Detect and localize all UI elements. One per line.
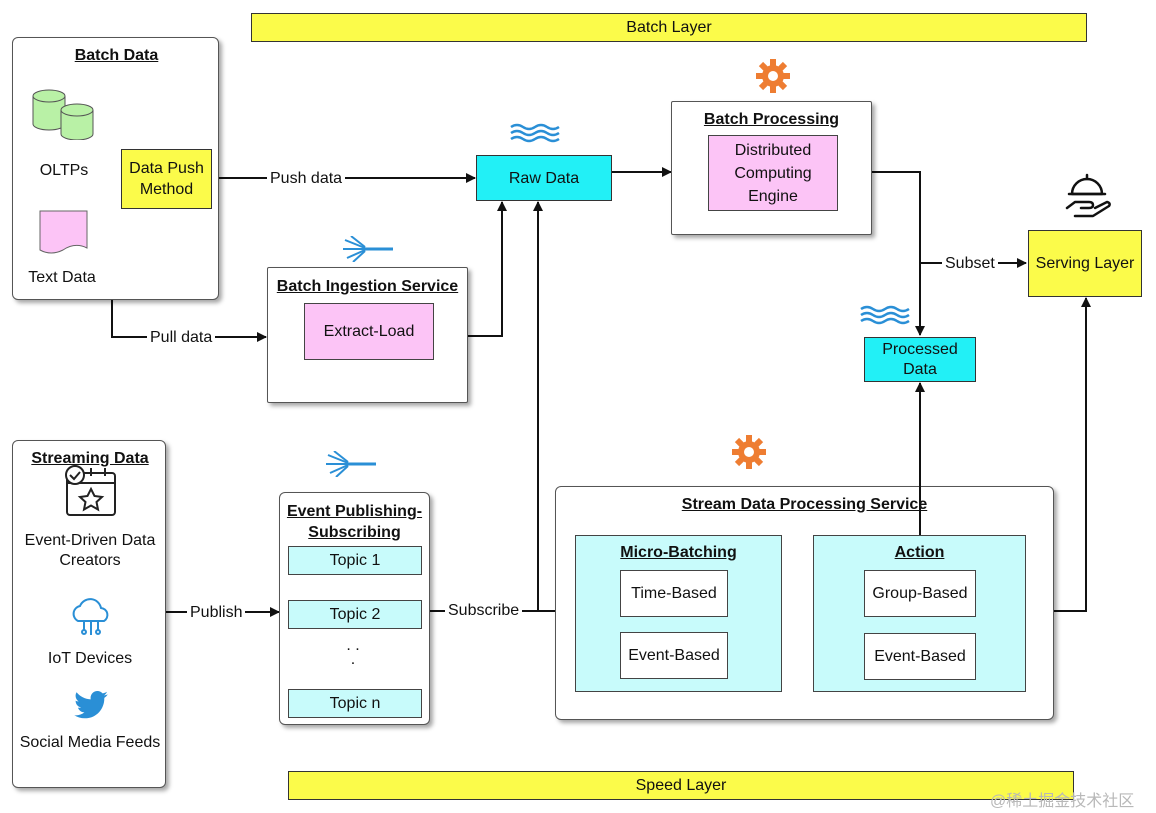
processed-data-label: Processed Data xyxy=(882,340,958,378)
action-title: Action xyxy=(894,544,945,561)
subscribe-label: Subscribe xyxy=(445,601,523,621)
raw-data-label: Raw Data xyxy=(508,169,580,187)
pull-data-label: Pull data xyxy=(147,328,216,348)
event-pubsub-title: Event Publishing-Subscribing xyxy=(286,503,423,541)
extract-load-label: Extract-Load xyxy=(323,323,415,340)
batch-ingestion-title: Batch Ingestion Service xyxy=(276,278,459,295)
batch-processing-card: Batch Processing Distributed Computing E… xyxy=(671,101,872,235)
event-based-label: Event-Based xyxy=(628,647,720,664)
gear-icon xyxy=(732,435,766,469)
topic-label: Topic 1 xyxy=(329,552,381,569)
raw-data-box: Raw Data xyxy=(476,155,612,201)
watermark: @稀土掘金技术社区 xyxy=(990,793,1135,810)
serving-layer-label: Serving Layer xyxy=(1035,255,1135,272)
processed-data-box: Processed Data xyxy=(864,337,976,382)
batch-data-card: Batch Data OLTPs Data Push Method Text D… xyxy=(12,37,219,300)
action-box: Action Group-Based Event-Based xyxy=(813,535,1026,692)
twitter-icon xyxy=(74,691,108,719)
data-push-method-label: Data Push Method xyxy=(129,160,204,198)
group-based-box: Group-Based xyxy=(864,570,976,617)
distributed-engine-box: Distributed Computing Engine xyxy=(708,135,838,211)
group-based-label: Group-Based xyxy=(872,585,968,602)
micro-batching-box: Micro-Batching Time-Based Event-Based xyxy=(575,535,782,692)
speed-layer-bar: Speed Layer xyxy=(288,771,1074,800)
batch-processing-title: Batch Processing xyxy=(703,111,840,128)
micro-batching-title: Micro-Batching xyxy=(620,544,737,561)
water-waves-icon xyxy=(860,305,910,325)
iot-cloud-icon xyxy=(72,598,109,635)
social-media-label: Social Media Feeds xyxy=(19,734,161,751)
iot-devices-label: IoT Devices xyxy=(47,650,133,667)
arrow-batch-to-processed xyxy=(872,171,925,336)
gear-icon xyxy=(756,59,790,93)
arrow-ingestion-to-raw xyxy=(468,201,507,337)
oltps-label: OLTPs xyxy=(39,162,89,179)
document-icon xyxy=(39,210,88,254)
topic-label: Topic n xyxy=(329,695,381,712)
push-data-label: Push data xyxy=(267,169,346,189)
topic-item: Topic 2 xyxy=(288,600,422,629)
speed-layer-label: Speed Layer xyxy=(635,777,727,794)
extract-load-box: Extract-Load xyxy=(304,303,434,360)
topic-item: Topic n xyxy=(288,689,422,718)
event-based-box: Event-Based xyxy=(864,633,976,680)
data-push-method-box: Data Push Method xyxy=(121,149,212,209)
serving-layer-box: Serving Layer xyxy=(1028,230,1142,297)
water-waves-icon xyxy=(510,123,560,143)
serving-tray-icon xyxy=(1065,173,1111,218)
topic-label: Topic 2 xyxy=(329,606,381,623)
batch-layer-bar: Batch Layer xyxy=(251,13,1087,42)
batch-ingestion-card: Batch Ingestion Service Extract-Load xyxy=(267,267,468,403)
streaming-data-card: Streaming Data Event-Driven Data Creator… xyxy=(12,440,166,788)
topic-item: Topic 1 xyxy=(288,546,422,575)
ingestion-icon xyxy=(326,451,376,477)
distributed-engine-label: Distributed Computing Engine xyxy=(734,141,812,205)
batch-layer-label: Batch Layer xyxy=(626,19,712,36)
time-based-box: Time-Based xyxy=(620,570,728,617)
event-pubsub-card: Event Publishing-Subscribing Topic 1 Top… xyxy=(279,492,430,725)
topic-ellipsis: . . . xyxy=(346,637,360,668)
publish-label: Publish xyxy=(187,603,246,623)
database-icon xyxy=(32,89,94,140)
event-driven-label: Event-Driven Data Creators xyxy=(24,532,156,569)
streaming-data-title: Streaming Data xyxy=(31,450,149,467)
ingestion-icon xyxy=(343,236,393,262)
event-based-box: Event-Based xyxy=(620,632,728,679)
time-based-label: Time-Based xyxy=(631,585,717,602)
text-data-label: Text Data xyxy=(28,269,96,286)
stream-processing-title: Stream Data Processing Service xyxy=(681,496,928,513)
batch-data-title: Batch Data xyxy=(74,47,159,64)
subset-label: Subset xyxy=(942,254,998,274)
event-based-label: Event-Based xyxy=(874,648,966,665)
calendar-star-icon xyxy=(65,465,116,516)
